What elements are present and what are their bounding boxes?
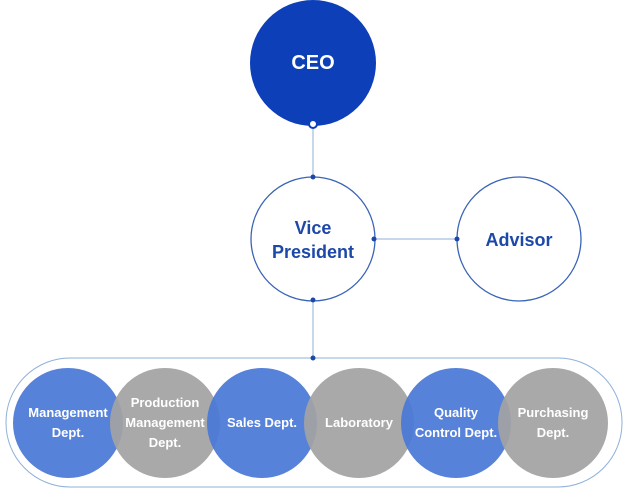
advisor-label: Advisor [485,229,553,250]
vp-right-dot [371,236,377,242]
management-dept-label: Management Dept. [28,405,108,440]
vice-president-label: Vice President [271,218,355,262]
laboratory-label: Laboratory [325,415,393,430]
department-circles [13,368,608,478]
sales-dept-node[interactable] [207,368,317,478]
laboratory-node[interactable] [304,368,414,478]
vp-top-dot [310,174,316,180]
quality-control-dept-label: Quality Control Dept. [414,405,498,440]
advisor-left-dot [454,236,460,242]
management-dept-node[interactable] [13,368,123,478]
sales-dept-label: Sales Dept. [226,415,298,430]
quality-control-dept-node[interactable] [401,368,511,478]
container-top-dot [310,355,316,361]
purchasing-dept-label: Purchasing Dept. [517,405,589,440]
ceo-node[interactable] [250,0,376,126]
vp-bottom-dot [310,297,316,303]
ceo-label: CEO [291,51,335,74]
ceo-connector-dot [308,119,318,129]
production-management-dept-label: Production Management Dept. [125,395,205,450]
purchasing-dept-node[interactable] [498,368,608,478]
production-management-dept-node[interactable] [110,368,220,478]
